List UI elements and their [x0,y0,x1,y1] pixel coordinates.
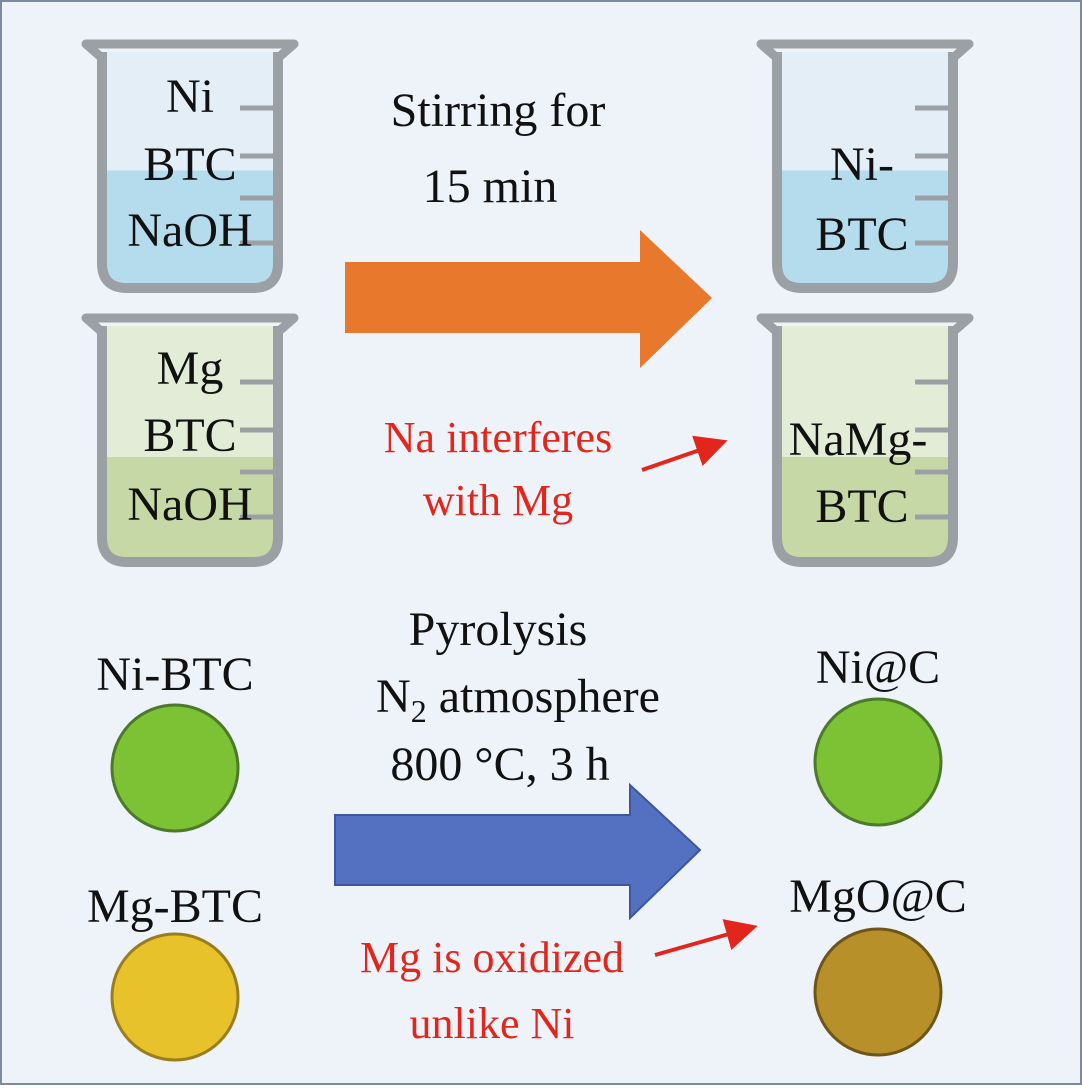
beaker-mg-out-label-1: NaMg- [789,413,928,466]
stirring-label-2: 15 min [423,160,558,213]
beaker-ni-btc [756,39,974,293]
pyrolysis-conditions: 800 °C, 3 h [390,738,609,791]
beaker-mg-out-label-2: BTC [815,480,908,533]
na-note-2: with Mg [423,476,573,525]
beaker-mg-label-2: BTC [143,409,236,462]
beaker-ni-label-2: BTC [143,138,236,191]
gas-subscript: 2 [411,693,427,729]
beaker-mg-label-3: NaOH [127,478,252,531]
beaker-ni-out-label-2: BTC [815,208,908,261]
mg-note-1: Mg is oxidized [360,933,624,982]
ni-btc-sample [110,703,240,833]
gas-rest: atmosphere [427,670,660,723]
beaker-ni-precursor [81,39,299,293]
mg-note-2: unlike Ni [410,999,575,1048]
mgo-c-label: MgO@C [789,870,967,923]
mg-note-arrow [654,919,758,957]
beaker-ni-label-1: Ni [166,70,214,123]
mg-btc-label: Mg-BTC [87,880,263,933]
mg-btc-sample [110,932,240,1062]
na-note-arrow [641,435,728,472]
stirring-arrow [345,230,712,368]
pyrolysis-arrow [334,782,702,921]
beaker-mg-label-1: Mg [157,342,224,395]
beaker-mg-precursor [81,313,299,567]
pyrolysis-gas: N2 atmosphere [376,670,660,729]
mgo-c-sample [813,927,943,1057]
beaker-ni-label-3: NaOH [127,204,252,257]
stirring-label-1: Stirring for [391,84,606,137]
pyrolysis-title: Pyrolysis [409,603,588,656]
beaker-ni-out-label-1: Ni- [830,138,894,191]
ni-c-sample [813,697,943,827]
gas-symbol: N [376,670,411,723]
ni-btc-label: Ni-BTC [96,648,253,701]
na-note-1: Na interferes [384,413,612,462]
ni-c-label: Ni@C [816,641,940,694]
beaker-namg-btc [756,313,974,567]
